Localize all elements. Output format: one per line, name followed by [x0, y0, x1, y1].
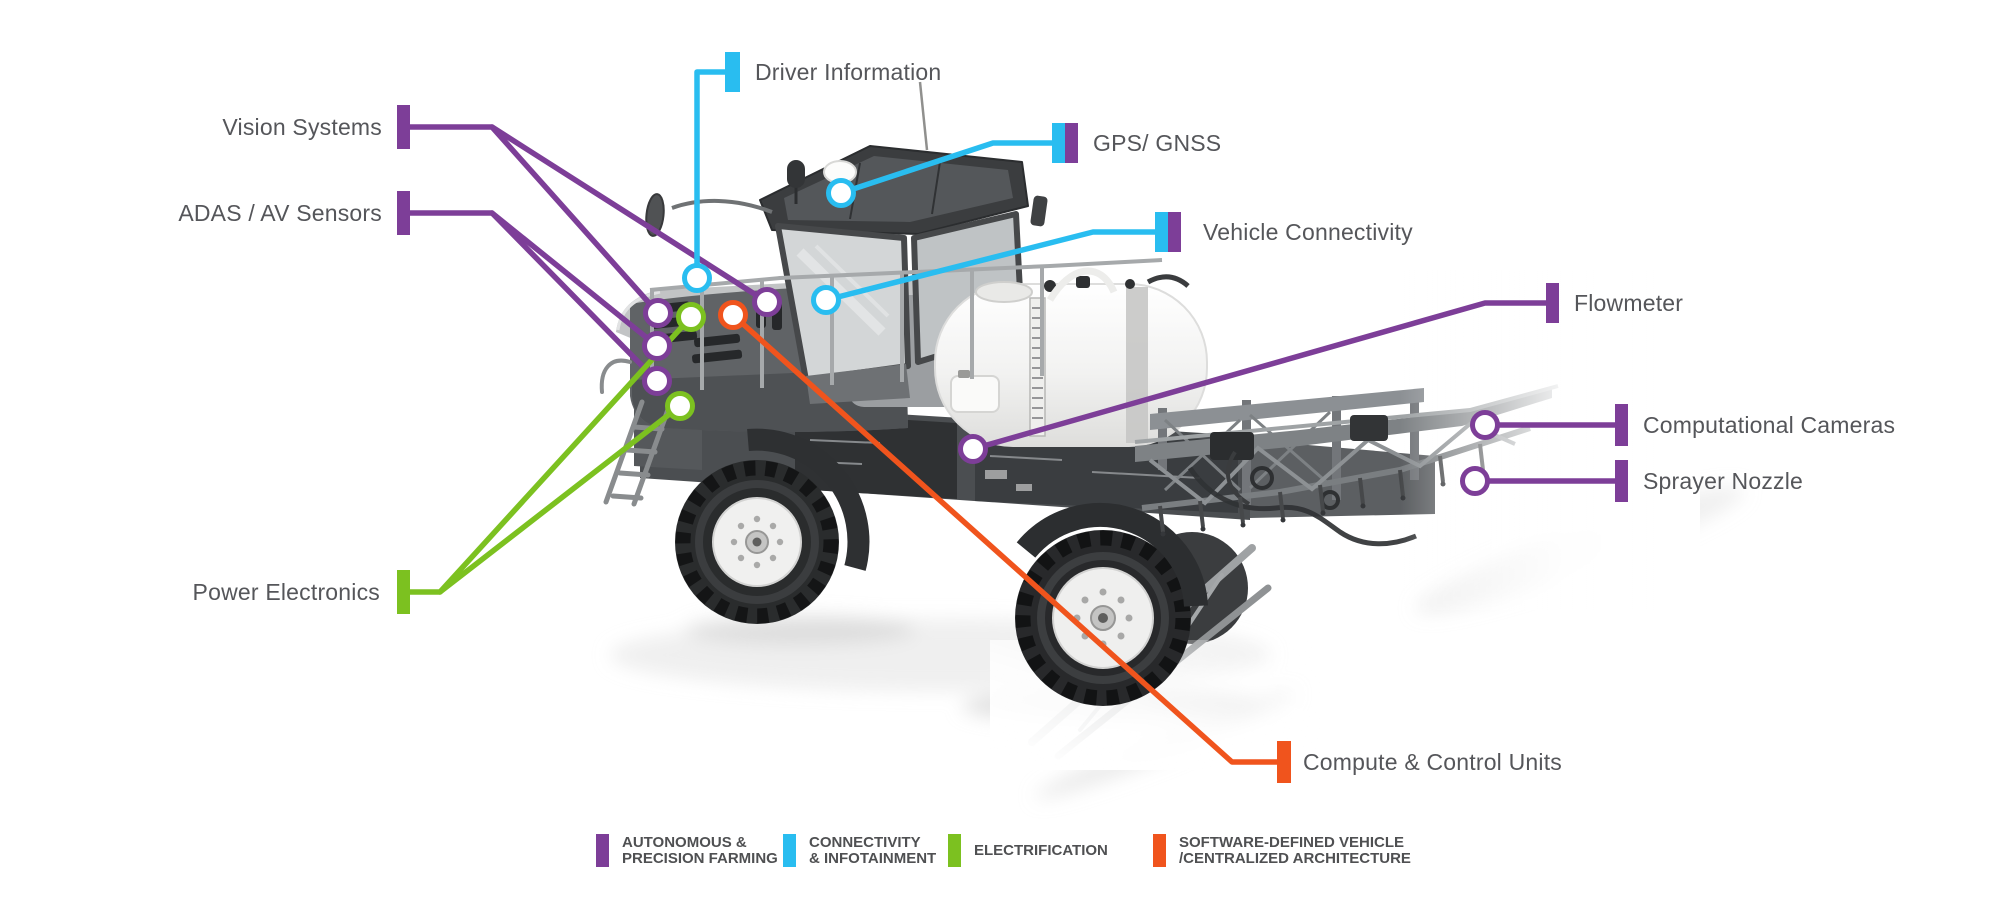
- line-flowmeter: [970, 300, 1549, 452]
- white-handrail: [1046, 267, 1118, 302]
- callout-label-power-electronics: Power Electronics: [192, 579, 380, 605]
- marker-vision-systems-b[interactable]: [752, 287, 782, 317]
- legend-label-sdv: SOFTWARE-DEFINED VEHICLE /CENTRALIZED AR…: [1179, 833, 1411, 867]
- callout-label-adas-av-sensors: ADAS / AV Sensors: [178, 200, 382, 226]
- bar-vehicle-connectivity-cyan: [1155, 212, 1168, 252]
- legend-swatch-autonomous: [596, 834, 609, 867]
- legend-label-autonomous: AUTONOMOUS & PRECISION FARMING: [622, 833, 778, 867]
- bar-vision-systems: [397, 105, 410, 149]
- bar-compute-control-units: [1277, 741, 1291, 783]
- boom-fade: [1400, 270, 1700, 610]
- legend-item-autonomous-precision-farming: AUTONOMOUS & PRECISION FARMING: [596, 834, 778, 867]
- marker-power-electronics-b[interactable]: [665, 391, 695, 421]
- callout-label-gps-gnss: GPS/ GNSS: [1093, 130, 1222, 156]
- marker-adas-b[interactable]: [642, 366, 672, 396]
- marker-driver-information[interactable]: [682, 263, 712, 293]
- callout-label-driver-information: Driver Information: [755, 59, 942, 85]
- mirror-arm: [671, 198, 773, 214]
- legend-item-connectivity-infotainment: CONNECTIVITY & INFOTAINMENT: [783, 834, 936, 867]
- rear-wheel: [1015, 503, 1208, 706]
- legend-item-electrification: ELECTRIFICATION: [948, 834, 1108, 867]
- line-compute-control-units: [730, 312, 1280, 765]
- whip-antenna: [918, 81, 929, 151]
- tank-lid: [975, 281, 1033, 303]
- bar-power-electronics: [397, 570, 410, 614]
- bar-sprayer-nozzle: [1615, 460, 1628, 502]
- line-vision-systems-b: [489, 124, 770, 305]
- bar-computational-cameras: [1615, 404, 1628, 446]
- legend-swatch-electrification: [948, 834, 961, 867]
- callout-lines: [407, 69, 1618, 765]
- marker-power-electronics-a[interactable]: [676, 302, 706, 332]
- callout-markers: [642, 178, 1500, 496]
- line-power-electronics-b: [437, 403, 683, 595]
- marker-compute-control-units[interactable]: [718, 300, 748, 330]
- callout-label-sprayer-nozzle: Sprayer Nozzle: [1643, 468, 1804, 494]
- marker-vehicle-connectivity[interactable]: [811, 285, 841, 315]
- callout-bars: [397, 52, 1628, 783]
- callout-label-flowmeter: Flowmeter: [1574, 290, 1684, 316]
- marker-sprayer-nozzle[interactable]: [1460, 466, 1490, 496]
- marker-computational-cameras[interactable]: [1470, 410, 1500, 440]
- marker-gps-gnss[interactable]: [826, 178, 856, 208]
- bar-vehicle-connectivity-purple: [1168, 212, 1181, 252]
- beacon-light: [787, 160, 805, 188]
- marker-flowmeter[interactable]: [958, 434, 988, 464]
- front-fender: [747, 428, 870, 571]
- bar-adas: [397, 191, 410, 235]
- marker-vision-systems-a[interactable]: [643, 298, 673, 328]
- bar-flowmeter: [1546, 283, 1559, 323]
- front-wheel: [675, 428, 870, 624]
- legend-swatch-connectivity: [783, 834, 796, 867]
- line-vehicle-connectivity: [823, 229, 1158, 303]
- rinse-tank: [950, 375, 1000, 413]
- legend-item-software-defined-vehicle: SOFTWARE-DEFINED VEHICLE /CENTRALIZED AR…: [1153, 834, 1411, 867]
- bar-driver-information: [725, 52, 740, 92]
- line-adas-b: [489, 210, 660, 384]
- callout-label-vehicle-connectivity: Vehicle Connectivity: [1203, 219, 1413, 245]
- windshield: [775, 223, 911, 383]
- marker-adas-a[interactable]: [642, 331, 672, 361]
- line-driver-information: [694, 69, 728, 281]
- callout-label-vision-systems: Vision Systems: [222, 114, 382, 140]
- bar-gps-gnss-cyan: [1052, 123, 1065, 163]
- line-gps-gnss: [838, 140, 1055, 196]
- product-tank: [934, 267, 1208, 447]
- callout-label-compute-control-units: Compute & Control Units: [1303, 749, 1562, 775]
- legend-label-connectivity: CONNECTIVITY & INFOTAINMENT: [809, 833, 937, 867]
- legend-swatch-sdv: [1153, 834, 1166, 867]
- callout-label-computational-cameras: Computational Cameras: [1643, 412, 1896, 438]
- bar-gps-gnss-purple: [1065, 123, 1078, 163]
- legend-label-electrification: ELECTRIFICATION: [974, 841, 1108, 859]
